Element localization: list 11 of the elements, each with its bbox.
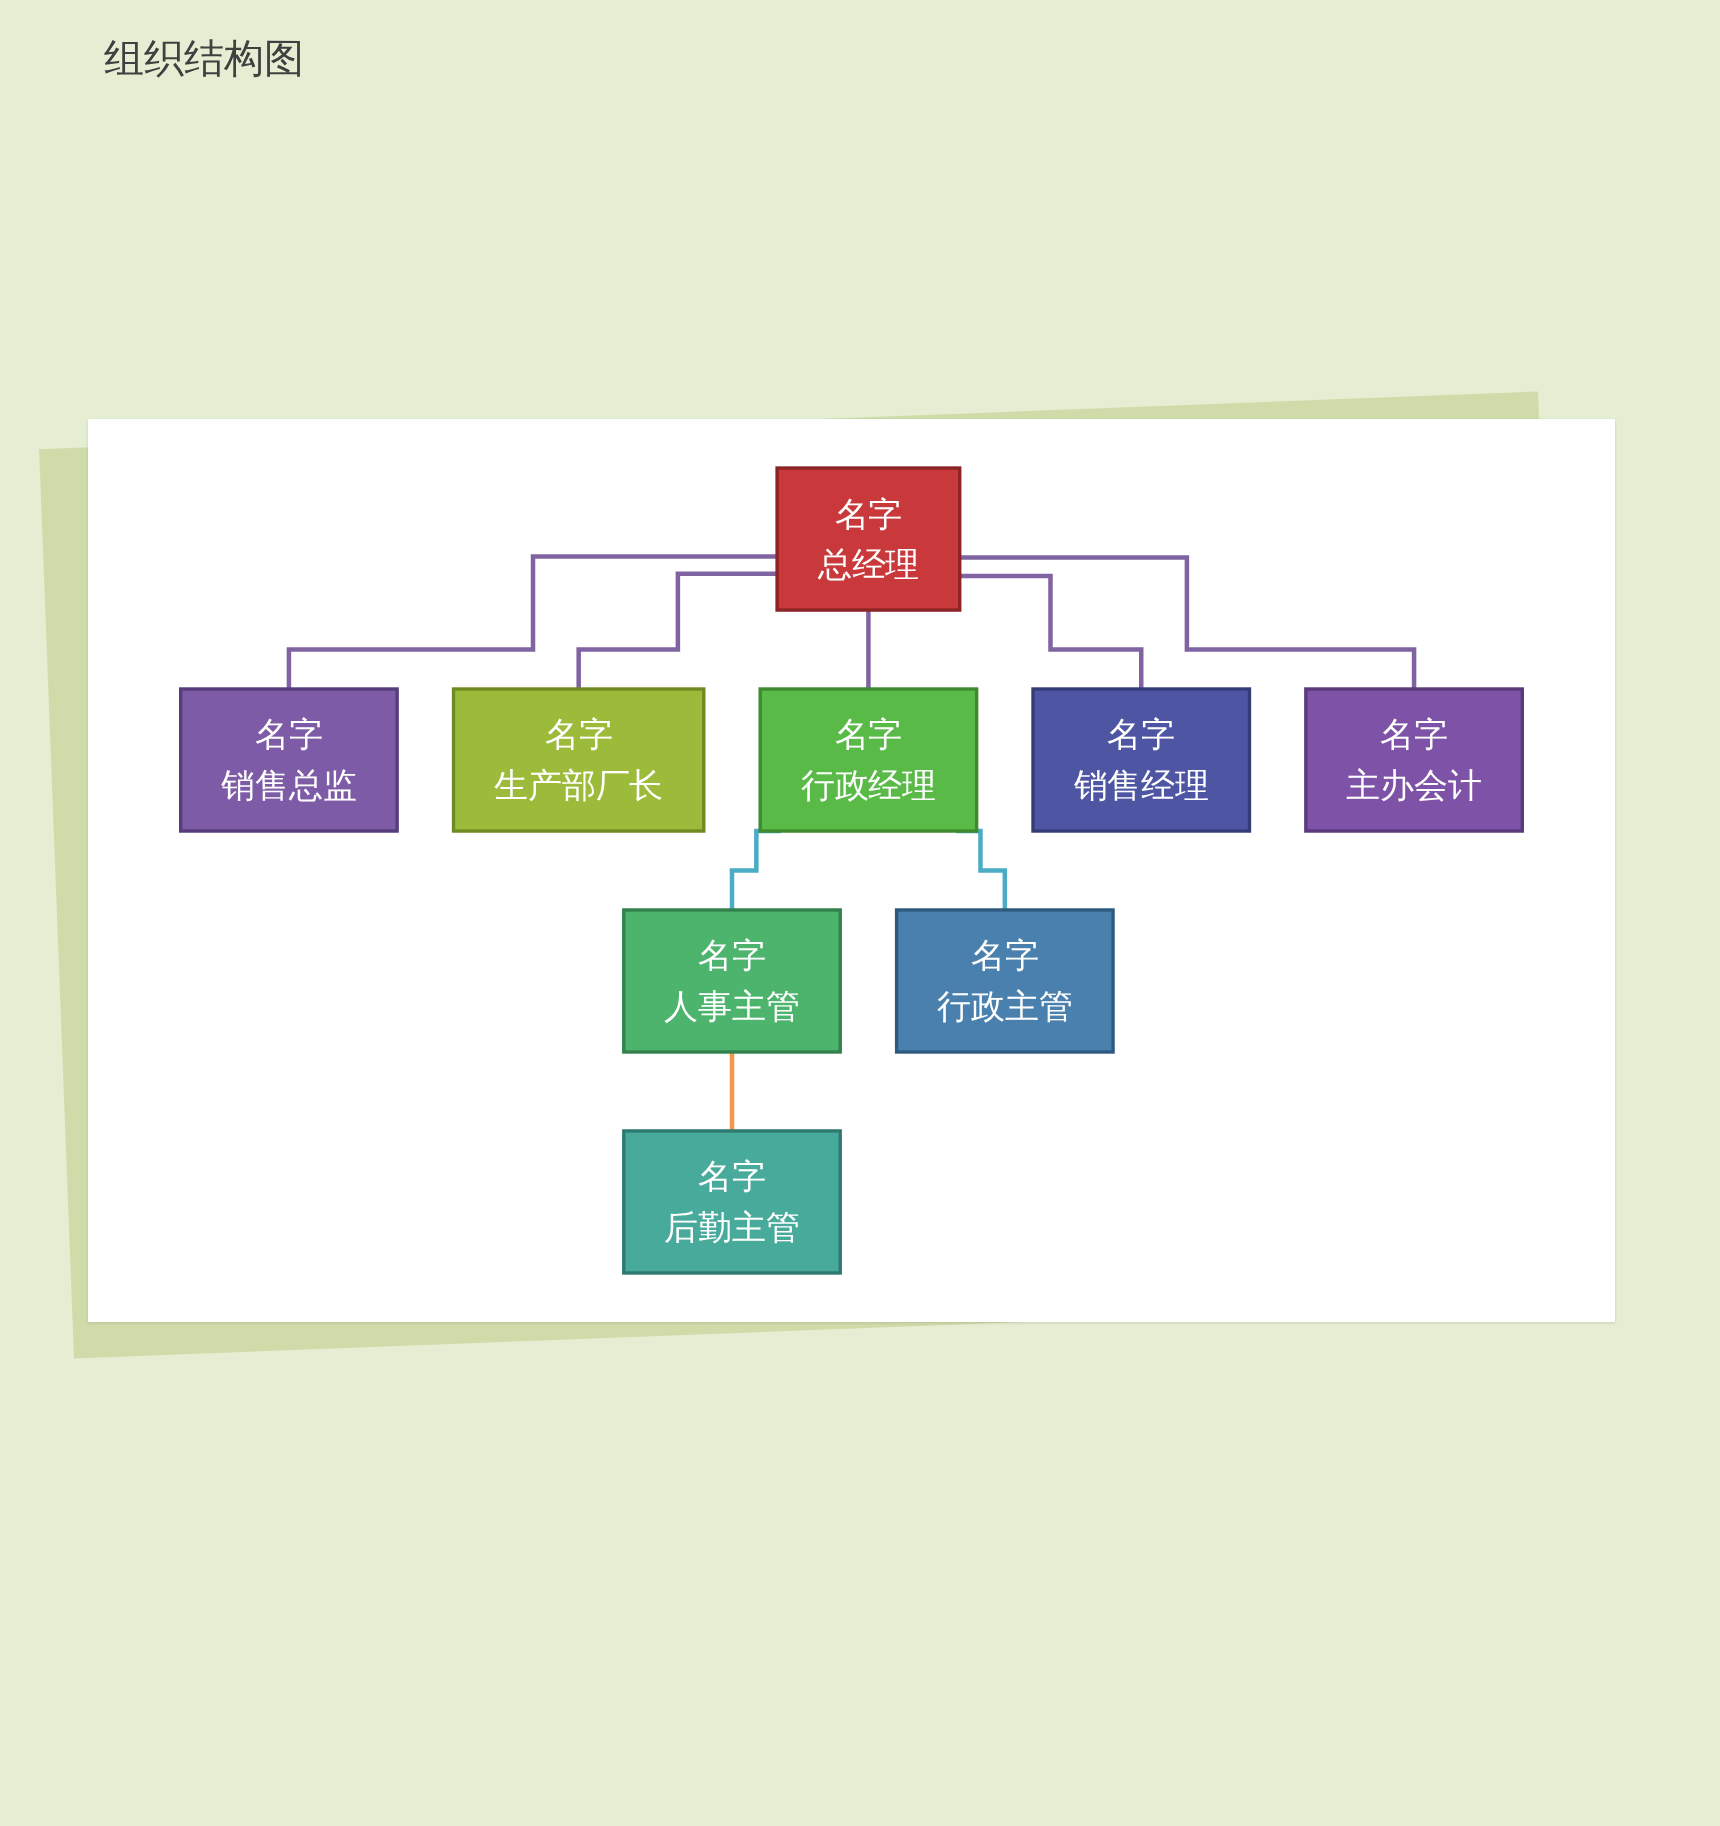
node-box [179,687,399,833]
node-box [1304,687,1524,833]
node-box [775,466,962,612]
node-box [758,687,979,833]
node-box [1031,687,1252,833]
node-box [451,687,706,833]
paper-card: 名字 总经理 名字 销售总监 名字 生产部厂长 名字 行政经理 名字 销售经理 名字 主办会计 名字 人事主管 名字 行政主管 名字 后勤主管 [88,419,1615,1322]
node-box [622,908,842,1054]
node-box [622,1129,842,1275]
node-box [894,908,1115,1054]
page-title: 组织结构图 [104,34,304,82]
